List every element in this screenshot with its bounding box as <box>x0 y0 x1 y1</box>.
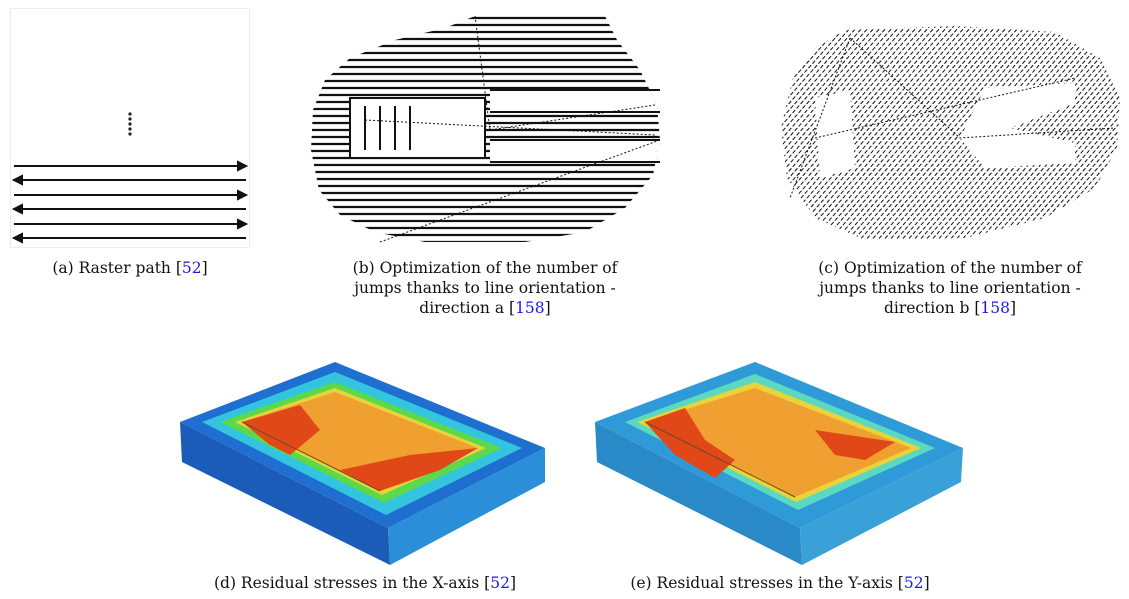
hatch-line <box>928 26 1120 240</box>
caption-b: (b) Optimization of the number of jumps … <box>300 258 670 318</box>
hatch-line <box>964 26 1120 240</box>
hatch-line <box>781 26 974 240</box>
hatch-line <box>844 26 1046 240</box>
hatch-line <box>781 26 908 240</box>
hatch-line <box>820 26 1022 240</box>
citation-link[interactable]: 158 <box>980 299 1010 317</box>
hatch-line <box>832 26 1034 240</box>
arrow-head <box>11 232 23 244</box>
arrow-head <box>237 160 249 172</box>
hatch-line <box>1000 26 1120 240</box>
hatch-line <box>952 26 1120 240</box>
citation-link[interactable]: 52 <box>181 259 202 277</box>
hatch-line <box>1102 26 1120 240</box>
hatch-line <box>940 26 1120 240</box>
hatch-line <box>970 26 1120 240</box>
hatch-line <box>1012 26 1120 240</box>
raster-path-diagram <box>10 8 250 248</box>
caption-d: (d) Residual stresses in the X-axis [52] <box>175 573 555 593</box>
figure-d-residual-stress-x <box>180 360 550 570</box>
hatch-line <box>790 26 992 240</box>
hatch-line <box>1006 26 1120 240</box>
figure-a-raster-path <box>10 8 250 248</box>
figure-e-residual-stress-y <box>595 360 965 570</box>
hatch-line <box>781 26 824 240</box>
hatch-line <box>784 26 986 240</box>
caption-text: ] <box>544 299 551 317</box>
hatch-line <box>781 26 896 240</box>
citation-link[interactable]: 52 <box>490 574 510 592</box>
hatch-line <box>808 26 1010 240</box>
hatch-line <box>796 26 998 240</box>
hatch-line <box>856 26 1058 240</box>
caption-e: (e) Residual stresses in the Y-axis [52] <box>590 573 970 593</box>
stress-plate-y <box>595 362 963 565</box>
hatch-line <box>814 26 1016 240</box>
arrow-head <box>11 203 23 215</box>
hatch-line <box>988 26 1120 240</box>
figure-c-toolpath-direction-b <box>775 18 1125 243</box>
caption-line: jumps thanks to line orientation - <box>819 279 1081 297</box>
hatch-line <box>862 26 1064 240</box>
caption-text: ] <box>1010 299 1017 317</box>
hatch-line <box>781 26 818 240</box>
hatch-line <box>781 26 794 240</box>
hatch-line <box>838 26 1040 240</box>
hatch-line <box>1121 18 1125 243</box>
hatch-line <box>781 26 902 240</box>
citation-link[interactable]: 158 <box>515 299 545 317</box>
caption-text: (e) Residual stresses in the Y-axis [ <box>630 574 904 592</box>
arrow-head <box>11 174 23 186</box>
hatch-line <box>1030 26 1120 240</box>
citation-link[interactable]: 52 <box>903 574 924 592</box>
hatch-line <box>850 26 1052 240</box>
figure-b-toolpath-direction-a <box>305 10 665 245</box>
hatch-line <box>934 26 1120 240</box>
toolpath-diagram-b <box>781 18 1125 243</box>
caption-line: jumps thanks to line orientation - <box>354 279 616 297</box>
hatch-line <box>781 26 914 240</box>
hatch-line <box>1078 26 1120 240</box>
hatch-line <box>781 26 884 240</box>
hatch-line <box>826 26 1028 240</box>
caption-text: direction b [ <box>883 299 981 317</box>
caption-line: (c) Optimization of the number of <box>818 259 1082 277</box>
caption-text: (a) Raster path [ <box>52 259 182 277</box>
caption-line: (b) Optimization of the number of <box>352 259 618 277</box>
hatch-line <box>781 26 788 240</box>
caption-text: ] <box>509 574 517 592</box>
caption-text: direction a [ <box>419 299 516 317</box>
hatch-line <box>958 26 1120 240</box>
hatch-line <box>781 26 812 240</box>
continuation-dots <box>128 112 132 136</box>
hatch-line <box>1090 26 1120 240</box>
caption-text: ] <box>923 574 930 592</box>
hatch-line <box>781 26 980 240</box>
arrow-head <box>237 218 249 230</box>
caption-text: (d) Residual stresses in the X-axis [ <box>213 574 491 592</box>
hatch-line <box>1084 26 1120 240</box>
hatch-line <box>781 26 782 240</box>
hatch-line <box>781 26 890 240</box>
caption-text: ] <box>201 259 208 277</box>
caption-a: (a) Raster path [52] <box>20 258 240 278</box>
hatch-line <box>1108 26 1120 240</box>
hatch-line <box>994 26 1120 240</box>
stress-plate-x <box>180 362 545 565</box>
arrow-head <box>237 189 249 201</box>
hatch-line <box>946 26 1120 240</box>
hatch-line <box>982 26 1120 240</box>
hatch-line <box>922 26 1120 240</box>
toolpath-diagram-a <box>311 15 661 243</box>
hatch-line <box>1024 26 1120 240</box>
hatch-line <box>802 26 1004 240</box>
hatch-line <box>1114 26 1120 240</box>
caption-c: (c) Optimization of the number of jumps … <box>770 258 1129 318</box>
